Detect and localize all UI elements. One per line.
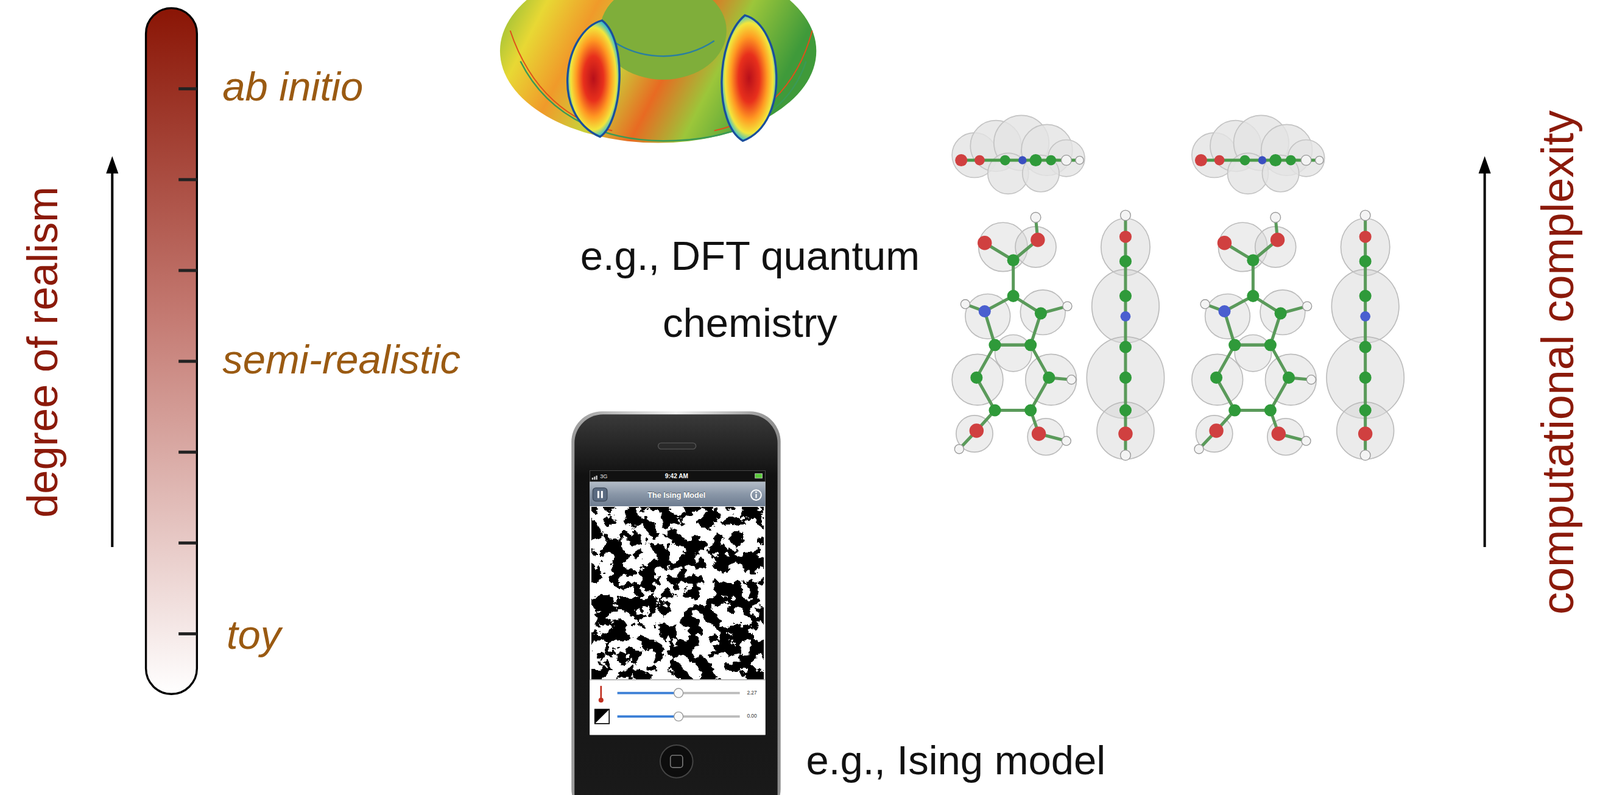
ising-lattice — [590, 507, 765, 679]
slider-value: 2.27 — [746, 690, 757, 697]
scale-label: semi-realistic — [222, 335, 461, 383]
example-label: e.g., DFT quantum chemistry — [556, 222, 945, 357]
realism-scale-bar — [146, 7, 198, 694]
example-label: e.g., Ising model — [806, 736, 1107, 784]
app-title: The Ising Model — [647, 490, 706, 499]
torus-simulation — [500, 0, 817, 144]
realism-arrow — [105, 155, 119, 547]
scale-label: ab initio — [222, 63, 363, 111]
scale-label: toy — [226, 611, 281, 659]
slider-value: 0.00 — [746, 713, 757, 720]
status-text: 9:42 AM — [665, 472, 689, 480]
status-text: 3G — [599, 472, 608, 480]
axis-title: degree of realism — [18, 186, 68, 518]
phone-illustration — [571, 411, 781, 795]
axis-title: computational complexity — [1532, 110, 1585, 615]
molecule-orbitals — [951, 115, 1404, 460]
complexity-arrow — [1478, 155, 1491, 547]
